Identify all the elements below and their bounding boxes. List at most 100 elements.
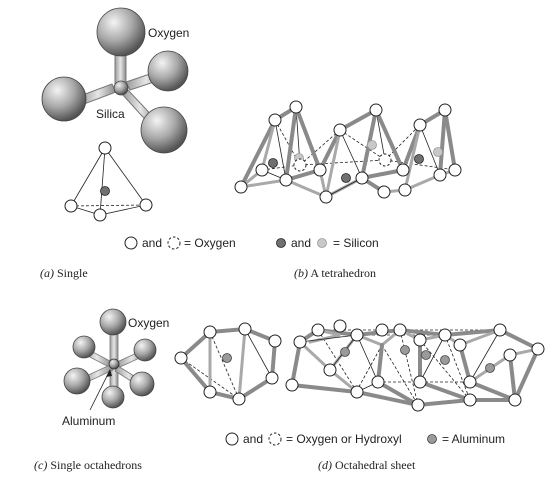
oxygen-node (64, 199, 78, 213)
oxygen-node (333, 123, 347, 137)
oxygen-node (255, 163, 269, 177)
aluminum-sphere (108, 358, 120, 370)
oxygen-node (371, 375, 385, 389)
oxygen-node (393, 323, 407, 337)
oxygen-sphere-back-left (72, 335, 96, 359)
oxygen-sphere-back-right (133, 338, 157, 362)
oxygen-node-hidden (378, 153, 392, 167)
oxygen-node (355, 171, 369, 185)
oxygen-node (174, 351, 188, 365)
oxygen-node (98, 141, 112, 155)
legend-oxygen-dashed-icon (167, 236, 181, 250)
oxygen-node (311, 323, 325, 337)
caption-b: (b) A tetrahedron (294, 266, 376, 280)
oxygen-node (289, 100, 303, 114)
silicon-atom-dark (414, 154, 424, 164)
legend-silicon-label: = Silicon (333, 236, 379, 250)
legend-oxygen-label: = Oxygen (184, 236, 236, 250)
silicon-atom-light (433, 147, 443, 157)
oxygen-node (139, 198, 153, 212)
aluminum-atom (421, 350, 431, 360)
panel-a-ball-model: Oxygen Silica (41, 7, 189, 154)
oxygen-node (279, 173, 293, 187)
oxygen-node (413, 333, 427, 347)
arrow-head-icon (106, 369, 112, 377)
panel-c-ball-model: Oxygen Aluminum (62, 308, 169, 428)
oxygen-node (453, 338, 467, 352)
label-oxygen-c: Oxygen (128, 316, 169, 330)
oxygen-sphere-front-right (129, 371, 155, 397)
legend-silicon-dark-icon (276, 238, 286, 248)
oxygen-node (369, 103, 383, 117)
oxygen-node (493, 323, 507, 337)
legend-aluminum-icon (427, 434, 437, 444)
legend-oxygen-solid-icon (225, 432, 239, 446)
silicon-atom-dark (341, 173, 351, 183)
oxygen-node (413, 118, 427, 132)
oxygen-node (377, 185, 391, 199)
aluminum-atom (485, 363, 495, 373)
oxygen-node (293, 335, 307, 349)
oxygen-nodes (234, 100, 462, 204)
oxygen-node (375, 323, 389, 337)
aluminum-atom (400, 345, 410, 355)
legend-bottom: and = Oxygen or Hydroxyl = Aluminum (225, 432, 505, 446)
oxygen-node (232, 392, 246, 406)
oxygen-node (268, 113, 282, 127)
oxygen-node (398, 183, 412, 197)
oxygen-node (350, 385, 364, 399)
legend-and-2: and (291, 236, 311, 250)
legend-top: and = Oxygen and = Silicon (124, 236, 379, 250)
oxygen-node (238, 322, 252, 336)
oxygen-node (448, 163, 462, 177)
label-oxygen-a: Oxygen (148, 26, 189, 40)
oxygen-node (396, 163, 410, 177)
oxygen-node (508, 393, 522, 407)
legend-and: and (243, 432, 263, 446)
oxygen-node (319, 190, 333, 204)
caption-d: (d) Octahedral sheet (318, 458, 416, 472)
oxygen-node (93, 208, 107, 222)
oxygen-node (433, 168, 447, 182)
aluminum-atom (222, 353, 232, 363)
oxygen-sphere-top (96, 7, 146, 57)
legend-silicon-light-icon (317, 238, 327, 248)
silica-sphere (113, 80, 129, 96)
label-aluminum: Aluminum (62, 414, 115, 428)
oxygen-node (413, 375, 427, 389)
oxygen-sphere-left (41, 76, 87, 122)
oxygen-sphere-right (147, 50, 189, 92)
caption-c: (c) Single octahedrons (34, 458, 142, 472)
oxygen-sphere-top (99, 308, 127, 336)
oxygen-sphere-bottom (101, 385, 125, 409)
oxygen-node (285, 378, 299, 392)
oxygen-node-hidden (293, 158, 307, 172)
oxygen-node (463, 375, 477, 389)
aluminum-atom (440, 355, 450, 365)
aluminum-atom (340, 347, 350, 357)
caption-a: (a) Single (40, 266, 88, 280)
oxygen-node (438, 103, 452, 117)
silicon-atom-dark (268, 158, 278, 168)
panel-b-tetrahedral-sheet (234, 100, 462, 204)
oxygen-node (234, 180, 248, 194)
panel-a-line-model (64, 141, 153, 222)
oxygen-node (203, 325, 217, 339)
legend-oxygen-solid-icon (124, 236, 138, 250)
legend-and-1: and (142, 236, 162, 250)
oxygen-node (333, 319, 347, 333)
oxygen-node (503, 348, 517, 362)
oxygen-node (531, 342, 545, 356)
panel-d-octahedral-sheet (285, 319, 545, 412)
oxygen-sphere-front-left (63, 367, 91, 395)
oxygen-node (350, 328, 364, 342)
silicon-atom-light (367, 140, 377, 150)
legend-oxygen-hydroxyl-label: = Oxygen or Hydroxyl (286, 432, 402, 446)
label-silica: Silica (96, 107, 125, 121)
silicon-atom (100, 186, 110, 196)
oxygen-node (323, 363, 337, 377)
oxygen-node (203, 385, 217, 399)
oxygen-node (313, 163, 327, 177)
sheet-oxygen-nodes (285, 319, 545, 412)
